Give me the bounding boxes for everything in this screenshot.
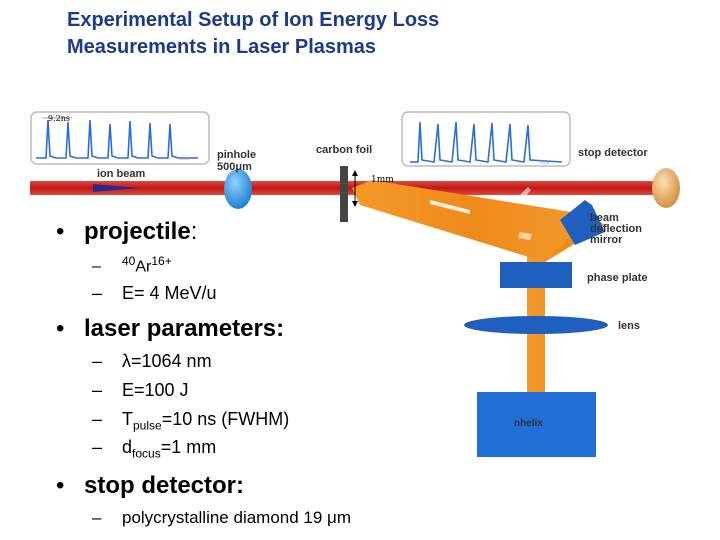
focus-subscript: focus bbox=[132, 446, 161, 461]
deflection-mirror bbox=[560, 200, 605, 245]
laser-wavelength-text: λ=1064 nm bbox=[122, 351, 212, 371]
pinhole-label: pinhole bbox=[217, 149, 256, 161]
bullet-glyph: • bbox=[56, 315, 65, 342]
element-symbol: Ar bbox=[135, 258, 152, 276]
scope-left-timing-label: 9.2ns bbox=[48, 114, 70, 123]
pulse-symbol: T bbox=[122, 409, 133, 429]
lens-shape bbox=[464, 316, 608, 334]
bullet-laser-parameters: • laser parameters: bbox=[56, 315, 284, 343]
mirror-label-1: beam bbox=[590, 212, 619, 224]
dash: – bbox=[92, 409, 103, 429]
phase-plate-label: phase plate bbox=[587, 272, 648, 284]
laser-box-label: nhelix bbox=[514, 418, 543, 429]
bullet-glyph: • bbox=[56, 472, 65, 499]
projectile-energy-text: E= 4 MeV/u bbox=[122, 283, 217, 303]
dash: – bbox=[92, 508, 102, 527]
mirror-label-2: deflection bbox=[590, 223, 642, 235]
laser-pulse: –Tpulse=10 ns (FWHM) bbox=[92, 409, 289, 433]
focus-symbol: d bbox=[122, 437, 133, 457]
carbon-foil-holder bbox=[340, 166, 348, 222]
focus-value: =1 mm bbox=[160, 437, 217, 457]
laser-wavelength: –λ=1064 nm bbox=[92, 351, 212, 372]
bullet-projectile: • projectile: bbox=[56, 218, 197, 246]
pinhole-disc bbox=[224, 169, 252, 209]
pulse-subscript: pulse bbox=[133, 418, 162, 433]
pinhole-size-label: 500μm bbox=[217, 161, 252, 173]
scope-left bbox=[30, 111, 210, 165]
bullet-glyph: • bbox=[56, 218, 65, 245]
dash: – bbox=[92, 380, 103, 400]
projectile-heading: projectile bbox=[84, 218, 191, 245]
stop-detector-disc bbox=[652, 168, 680, 208]
ion-beam-label: ion beam bbox=[97, 168, 146, 180]
dash: – bbox=[92, 258, 101, 276]
dash: – bbox=[92, 351, 103, 371]
charge-state: 16+ bbox=[151, 254, 172, 268]
title-line-2: Measurements in Laser Plasmas bbox=[67, 36, 377, 58]
projectile-colon: : bbox=[190, 218, 198, 245]
projectile-isotope: – 40Ar16+ bbox=[92, 254, 172, 276]
scope-right bbox=[401, 111, 571, 167]
pulse-value: =10 ns (FWHM) bbox=[161, 409, 290, 429]
carbon-foil-label: carbon foil bbox=[316, 144, 372, 156]
laser-energy-text: E=100 J bbox=[122, 380, 189, 400]
slide-title: Experimental Setup of Ion Energy Loss Me… bbox=[67, 7, 587, 61]
dash: – bbox=[92, 437, 103, 457]
mass-number: 40 bbox=[122, 254, 136, 268]
laser-energy: –E=100 J bbox=[92, 380, 189, 401]
laser-parameters-heading: laser parameters: bbox=[84, 315, 285, 342]
stop-detector-heading: stop detector: bbox=[84, 472, 245, 499]
title-line-1: Experimental Setup of Ion Energy Loss bbox=[67, 9, 440, 31]
foil-dimension-label: 1mm bbox=[371, 175, 394, 185]
detector-material-text: polycrystalline diamond 19 μm bbox=[122, 508, 352, 527]
stop-detector-label: stop detector bbox=[578, 147, 648, 159]
lens-label: lens bbox=[618, 320, 640, 332]
projectile-energy: –E= 4 MeV/u bbox=[92, 283, 217, 304]
scope-left-axis-label: time bbox=[180, 156, 190, 162]
scope-right-axis-label: time bbox=[540, 160, 550, 166]
dash: – bbox=[92, 283, 103, 303]
ion-beam-arrow bbox=[93, 184, 140, 192]
bullet-stop-detector: • stop detector: bbox=[56, 472, 244, 500]
phase-plate bbox=[500, 262, 572, 288]
detector-material: – polycrystalline diamond 19 μm bbox=[92, 508, 351, 528]
laser-box bbox=[477, 392, 596, 457]
mirror-label-3: mirror bbox=[590, 234, 623, 246]
laser-focus: –dfocus=1 mm bbox=[92, 437, 216, 461]
